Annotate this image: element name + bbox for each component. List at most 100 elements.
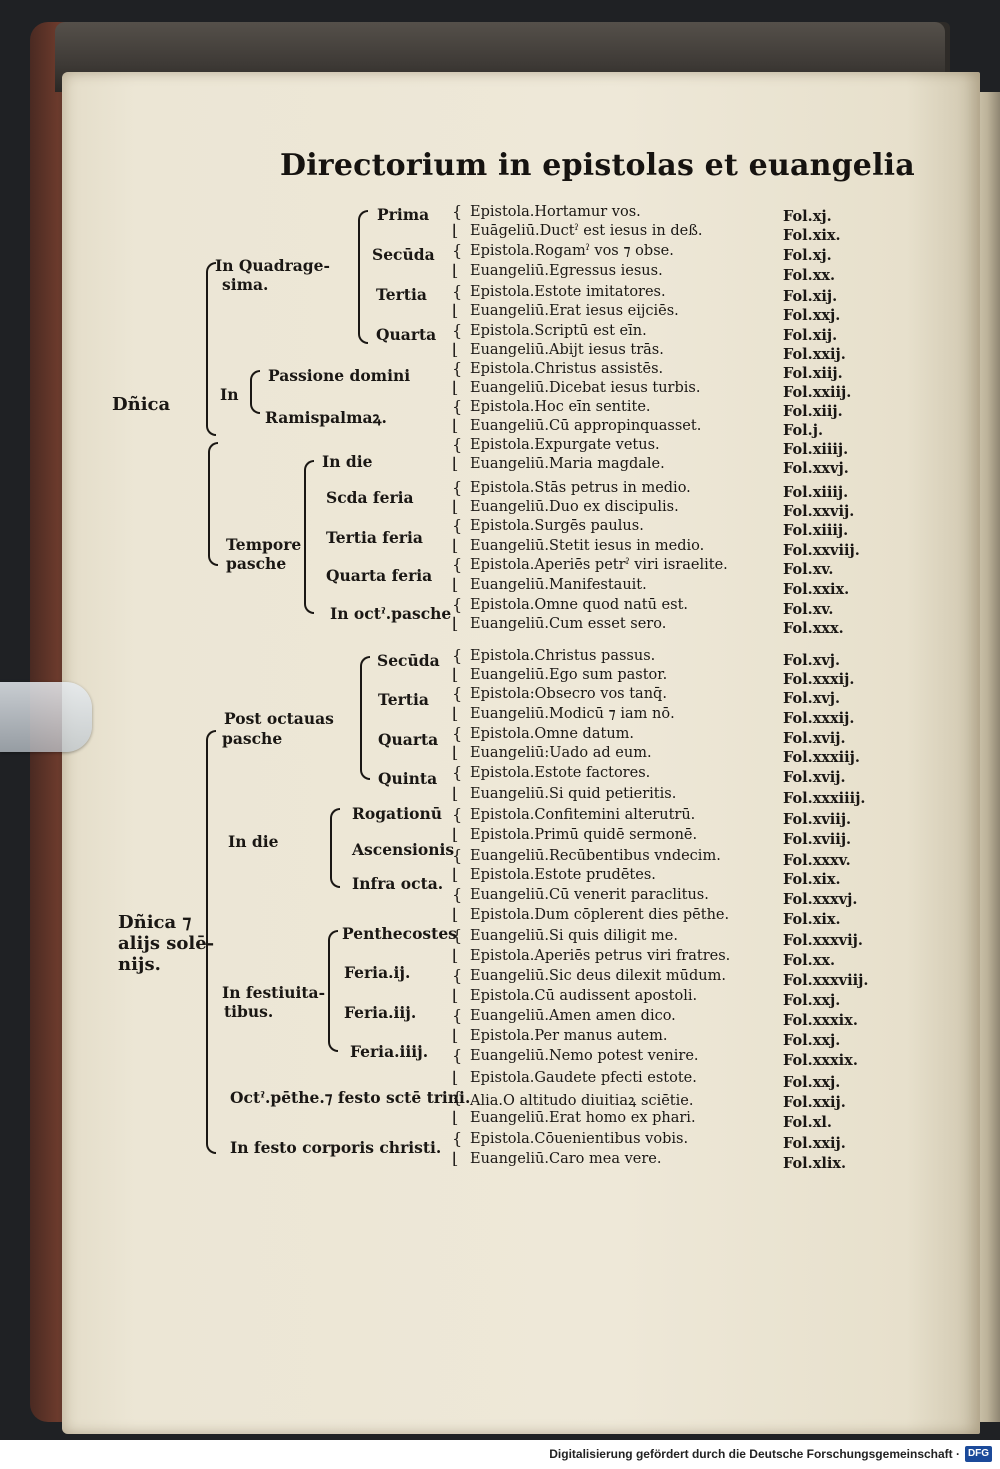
- brace-in: [250, 370, 260, 414]
- entry-text: Euangeliū.Si quis diligit me.: [470, 928, 678, 944]
- folio-reference: Fol.xvj.: [783, 690, 841, 707]
- entry-brace-mark: {: [452, 646, 463, 665]
- entry-brace-mark: ⌊: [452, 340, 459, 359]
- section-label: pasche: [222, 729, 283, 748]
- entry-text: Epistola.Estote factores.: [470, 765, 651, 781]
- entry-text: Euangeliū.Maria magdale.: [470, 456, 665, 472]
- subsection-label: In octˀ.pasche: [330, 604, 452, 623]
- entry-brace-mark: {: [452, 926, 463, 945]
- folio-reference: Fol.xxxiij.: [783, 749, 860, 766]
- entry-text: Euangeliū.Recūbentibus vndecim.: [470, 848, 721, 864]
- entry-text: Euangeliū.Stetit iesus in medio.: [470, 538, 705, 554]
- folio-reference: Fol.xij.: [783, 288, 838, 305]
- entry-text: Epistola.Expurgate vetus.: [470, 437, 660, 453]
- book-page: [62, 72, 980, 1434]
- folio-reference: Fol.xx.: [783, 267, 836, 284]
- page-clamp: [0, 682, 92, 752]
- folio-reference: Fol.xx.: [783, 952, 836, 969]
- entry-brace-mark: {: [452, 1088, 463, 1107]
- folio-reference: Fol.xvij.: [783, 769, 846, 786]
- section-label: In: [220, 385, 239, 404]
- folio-reference: Fol.xix.: [783, 227, 841, 244]
- entry-text: Epistola.Scriptū est eīn.: [470, 323, 647, 339]
- subsection-label: Penthecostes: [342, 924, 457, 943]
- entry-brace-mark: {: [452, 1046, 463, 1065]
- group-label-dnica: Dñica: [112, 394, 171, 415]
- entry-brace-mark: ⌊: [452, 825, 459, 844]
- entry-text: Epistola.Gaudete pfecti estote.: [470, 1070, 697, 1086]
- section-label: In Quadrage-: [215, 256, 330, 275]
- entry-brace-mark: {: [452, 885, 463, 904]
- entry-text: Epistola.Estote prudētes.: [470, 867, 656, 883]
- brace-post-octauas: [360, 656, 370, 780]
- folio-reference: Fol.xxviij.: [783, 542, 860, 559]
- entry-text: Euangeliū.Si quid petieritis.: [470, 786, 677, 802]
- entry-text: Euangeliū.Erat iesus eijciēs.: [470, 303, 679, 319]
- entry-brace-mark: ⌊: [452, 1108, 459, 1127]
- subsection-label: Quarta feria: [326, 566, 433, 585]
- section-label: Octˀ.pēthe.⁊ festo sctē trini.: [230, 1088, 471, 1107]
- folio-reference: Fol.xxij.: [783, 346, 846, 363]
- section-label: Passione domini: [268, 366, 411, 385]
- folio-reference: Fol.xxx.: [783, 620, 844, 637]
- subsection-label: Feria.ij.: [344, 963, 411, 982]
- subsection-label: Rogationū: [352, 804, 443, 823]
- brace-dnica: [206, 262, 216, 436]
- entry-text: Euangeliū.Egressus iesus.: [470, 263, 663, 279]
- section-label: Tempore: [226, 535, 302, 554]
- brace-dnica-alijs: [206, 730, 216, 1154]
- entry-brace-mark: {: [452, 241, 463, 260]
- entry-brace-mark: ⌊: [452, 1026, 459, 1045]
- folio-reference: Fol.xix.: [783, 871, 841, 888]
- entry-text: Euangeliū.Sic deus dilexit mūdum.: [470, 968, 727, 984]
- entry-brace-mark: {: [452, 435, 463, 454]
- entry-text: Alia.O altitudo diuitiaꝝ sciētie.: [470, 1093, 694, 1109]
- subsection-label: Infra octa.: [352, 874, 444, 893]
- subsection-label: Ascensionis: [352, 840, 455, 859]
- entry-text: Epistola.Estote imitatores.: [470, 284, 666, 300]
- folio-reference: Fol.xiiij.: [783, 441, 849, 458]
- entry-brace-mark: {: [452, 321, 463, 340]
- entry-text: Epistola.Confitemini alterutrū.: [470, 807, 696, 823]
- subsection-label: Tertia: [376, 285, 427, 304]
- entry-text: Epistola.Cū audissent apostoli.: [470, 988, 698, 1004]
- entry-brace-mark: {: [452, 555, 463, 574]
- entry-text: Euangeliū:Uado ad eum.: [470, 745, 652, 761]
- entry-text: Epistola.Christus passus.: [470, 648, 656, 664]
- brace-tempore-pasche: [304, 460, 314, 614]
- entry-text: Euangeliū.Nemo potest venire.: [470, 1048, 699, 1064]
- entry-brace-mark: {: [452, 966, 463, 985]
- dfg-logo[interactable]: DFG: [965, 1446, 992, 1462]
- footer-bar: Digitalisierung gefördert durch die Deut…: [0, 1440, 1000, 1469]
- entry-brace-mark: ⌊: [452, 614, 459, 633]
- entry-brace-mark: ⌊: [452, 865, 459, 884]
- entry-text: Epistola.Hortamur vos.: [470, 204, 641, 220]
- folio-reference: Fol.xiiij.: [783, 522, 849, 539]
- folio-reference: Fol.xv.: [783, 601, 834, 618]
- subsection-label: Quinta: [378, 769, 438, 788]
- folio-reference: Fol.xxj.: [783, 1074, 841, 1091]
- folio-reference: Fol.xxxviij.: [783, 972, 869, 989]
- subsection-label: Quarta: [378, 730, 439, 749]
- entry-brace-mark: {: [452, 202, 463, 221]
- folio-reference: Fol.xij.: [783, 327, 838, 344]
- entry-brace-mark: ⌊: [452, 905, 459, 924]
- folio-reference: Fol.xxvj.: [783, 460, 849, 477]
- section-label: pasche: [226, 554, 287, 573]
- entry-brace-mark: {: [452, 516, 463, 535]
- entry-text: Euangeliū.Erat homo ex phari.: [470, 1110, 696, 1126]
- entry-brace-mark: ⌊: [452, 261, 459, 280]
- folio-reference: Fol.xxxiiij.: [783, 790, 866, 807]
- entry-text: Euangeliū.Ego sum pastor.: [470, 667, 668, 683]
- entry-brace-mark: ⌊: [452, 575, 459, 594]
- entry-text: Epistola:Obsecro vos tanq̄.: [470, 686, 667, 702]
- folio-reference: Fol.xxxvj.: [783, 891, 858, 908]
- footer-text: Digitalisierung gefördert durch die Deut…: [549, 1447, 960, 1461]
- entry-brace-mark: ⌊: [452, 946, 459, 965]
- folio-reference: Fol.xxxix.: [783, 1012, 858, 1029]
- entry-text: Euangeliū.Duo ex discipulis.: [470, 499, 679, 515]
- entry-brace-mark: ⌊: [452, 301, 459, 320]
- entry-text: Epistola.Hoc eīn sentite.: [470, 399, 651, 415]
- entry-brace-mark: ⌊: [452, 743, 459, 762]
- entry-brace-mark: ⌊: [452, 221, 459, 240]
